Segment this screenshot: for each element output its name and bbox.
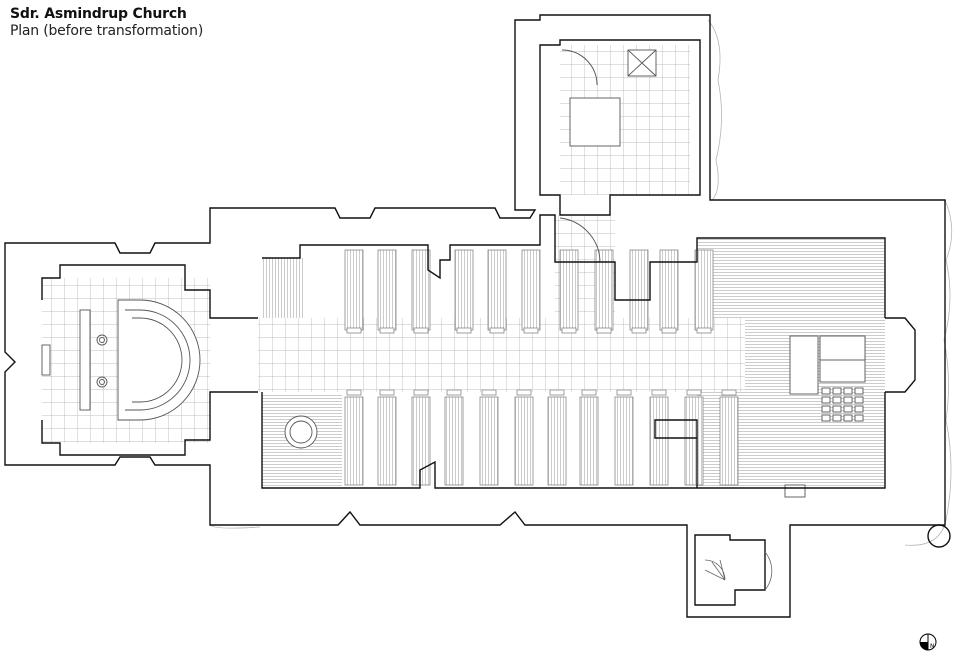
north-arrow-icon	[919, 633, 937, 651]
pew-south	[684, 396, 704, 486]
terrain-outline	[209, 19, 953, 546]
east-gable	[885, 317, 916, 393]
pew-end-south	[686, 389, 702, 396]
pew-end-south	[581, 389, 597, 396]
pew-south	[344, 396, 364, 486]
pew-end-south	[346, 389, 362, 396]
walls	[4, 14, 951, 618]
pew-north	[521, 249, 541, 331]
north-platform	[697, 238, 885, 318]
porch-stair	[704, 551, 773, 591]
pew-end-north	[456, 327, 472, 334]
pew-north	[454, 249, 474, 331]
pew-end-north	[379, 327, 395, 334]
corner-post	[927, 524, 951, 548]
kneeler	[854, 405, 864, 413]
pew-end-south	[721, 389, 737, 396]
pew-south	[411, 396, 431, 486]
kneeler	[854, 387, 864, 395]
pew-north	[629, 249, 649, 331]
pew-south	[514, 396, 534, 486]
nave-south-inner-wall	[261, 392, 886, 489]
pew-south	[377, 396, 397, 486]
pew-end-south	[516, 389, 532, 396]
tower-inner-wall	[539, 39, 701, 216]
chancel-inner-wall	[41, 264, 258, 456]
apse	[41, 299, 201, 421]
pew-end-north	[696, 327, 712, 334]
kneeler	[854, 396, 864, 404]
pew-end-south	[616, 389, 632, 396]
pew-south	[444, 396, 464, 486]
kneeler	[854, 414, 864, 422]
kneeler	[832, 387, 842, 395]
pew-south	[649, 396, 669, 486]
kneeler	[832, 396, 842, 404]
kneeler	[821, 414, 831, 422]
nave-north-inner-wall	[262, 214, 886, 318]
kneeler	[832, 414, 842, 422]
pew-south	[579, 396, 599, 486]
pew-end-south	[651, 389, 667, 396]
pew-north	[344, 249, 364, 331]
pew-end-south	[549, 389, 565, 396]
kneeler	[843, 414, 853, 422]
outer-wall	[4, 14, 946, 618]
gallery-stair	[262, 258, 304, 318]
pew-end-south	[446, 389, 462, 396]
pew-end-north	[631, 327, 647, 334]
pew-north	[487, 249, 507, 331]
pew-end-north	[596, 327, 612, 334]
kneeler	[821, 396, 831, 404]
pew-end-north	[523, 327, 539, 334]
pews	[344, 249, 739, 486]
kneeler	[821, 405, 831, 413]
pew-south	[547, 396, 567, 486]
drawing-title: Sdr. Asmindrup Church	[10, 6, 187, 22]
pew-south	[479, 396, 499, 486]
pew-end-south	[481, 389, 497, 396]
kneeler	[843, 387, 853, 395]
pew-end-south	[379, 389, 395, 396]
tower-features	[559, 49, 806, 498]
kneeler	[843, 405, 853, 413]
kneeler	[821, 387, 831, 395]
pew-end-north	[661, 327, 677, 334]
drawing-subtitle: Plan (before transformation)	[10, 23, 204, 39]
kneeler	[843, 396, 853, 404]
pew-north	[377, 249, 397, 331]
pew-end-north	[413, 327, 429, 334]
pew-end-north	[346, 327, 362, 334]
altar	[789, 335, 866, 422]
pew-end-north	[561, 327, 577, 334]
pew-south	[614, 396, 634, 486]
baptismal-font	[284, 415, 318, 449]
pew-end-south	[413, 389, 429, 396]
pew-south	[719, 396, 739, 486]
pew-end-north	[489, 327, 505, 334]
kneeler	[832, 405, 842, 413]
north-label: N	[930, 643, 935, 650]
